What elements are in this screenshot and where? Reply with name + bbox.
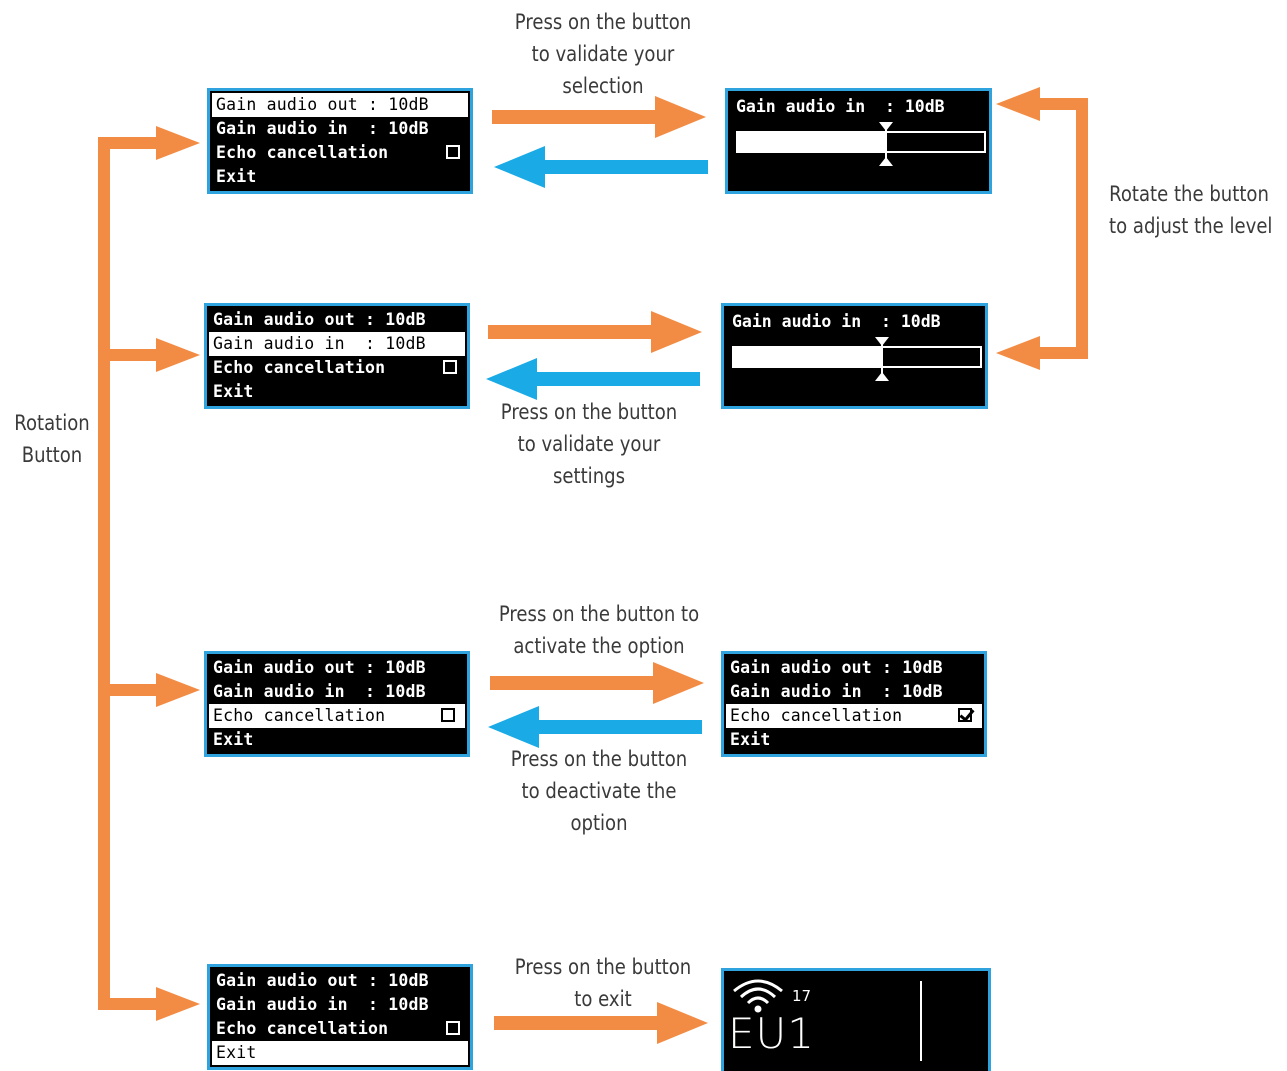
level-bar-fill xyxy=(734,348,882,366)
caption-line: Press on the button xyxy=(510,747,688,771)
caption-line: Press on the button xyxy=(514,10,692,34)
menu-item-gain-out: Gain audio out : 10dB xyxy=(213,310,426,329)
menu-item-exit: Exit xyxy=(730,730,771,749)
menu-item-exit: Exit xyxy=(213,730,254,749)
caption-line: activate the option xyxy=(513,634,685,658)
menu-item-gain-out: Gain audio out : 10dB xyxy=(216,971,429,990)
level-cursor-icon xyxy=(875,337,889,381)
menu-item-label: Echo cancellation xyxy=(216,143,389,162)
caption-line: option xyxy=(570,811,628,835)
level-screen-bottom: Gain audio in : 10dB xyxy=(721,303,988,409)
level-bar xyxy=(732,337,982,381)
menu-item-gain-in: Gain audio in : 10dB xyxy=(216,995,429,1014)
menu-screen-gain-in: Gain audio out : 10dB Gain audio in : 10… xyxy=(204,303,470,409)
menu-item-label: Echo cancellation xyxy=(213,358,386,377)
menu-screen-gain-out: Gain audio out : 10dB Gain audio in : 10… xyxy=(207,88,473,194)
caption-rotation-button: Rotation Button xyxy=(9,407,95,471)
back-arrows xyxy=(486,146,708,748)
level-title: Gain audio in : 10dB xyxy=(732,312,941,331)
channel-label: EU1 xyxy=(728,1009,815,1058)
caption-line: to validate your xyxy=(531,42,675,66)
menu-item-gain-in: Gain audio in : 10dB xyxy=(213,682,426,701)
caption-line: Button xyxy=(21,443,83,467)
menu-item-echo: Echo cancellation xyxy=(207,356,467,380)
menu-item-exit: Exit xyxy=(213,382,254,401)
caption-line: Rotation xyxy=(14,411,90,435)
caption-line: Press on the button xyxy=(514,955,692,979)
caption-rotate-adjust: Rotate the button to adjust the level xyxy=(1109,178,1273,242)
menu-item-echo: Echo cancellation xyxy=(210,1017,470,1041)
menu-screen-exit: Gain audio out : 10dB Gain audio in : 10… xyxy=(207,964,473,1070)
adjust-bracket xyxy=(996,87,1088,370)
menu-item-echo: Echo cancellation xyxy=(726,704,982,728)
menu-item-gain-out: Gain audio out : 10dB xyxy=(213,658,426,677)
menu-item-gain-out: Gain audio out : 10dB xyxy=(730,658,943,677)
caption-validate-selection: Press on the button to validate your sel… xyxy=(496,6,711,102)
menu-screen-echo: Gain audio out : 10dB Gain audio in : 10… xyxy=(204,651,470,757)
signal-value: 17 xyxy=(792,987,812,1005)
caption-validate-settings: Press on the button to validate your set… xyxy=(482,396,697,492)
menu-item-exit: Exit xyxy=(212,1041,468,1065)
caption-line: to deactivate the xyxy=(521,779,677,803)
menu-item-exit: Exit xyxy=(216,167,257,186)
forward-arrows xyxy=(488,96,708,1044)
caption-activate-option: Press on the button to activate the opti… xyxy=(474,598,723,662)
menu-item-echo: Echo cancellation xyxy=(210,141,470,165)
caption-deactivate-option: Press on the button to deactivate the op… xyxy=(492,743,707,839)
level-title: Gain audio in : 10dB xyxy=(736,97,945,116)
caption-line: selection xyxy=(562,74,644,98)
checkbox-icon xyxy=(443,360,457,374)
caption-line: to validate your xyxy=(517,432,661,456)
home-screen: 17 EU1 xyxy=(721,968,991,1071)
rotation-bracket xyxy=(98,126,200,1021)
checkbox-icon xyxy=(441,708,455,722)
wifi-signal-icon xyxy=(733,979,783,1013)
level-cursor-icon xyxy=(879,122,893,166)
menu-item-label: Echo cancellation xyxy=(213,706,386,725)
caption-line: Press on the button to xyxy=(498,602,700,626)
menu-item-label: Echo cancellation xyxy=(216,1019,389,1038)
level-bar xyxy=(736,122,986,166)
level-screen-top: Gain audio in : 10dB xyxy=(725,88,992,194)
checkbox-icon xyxy=(446,145,460,159)
menu-screen-echo-checked: Gain audio out : 10dB Gain audio in : 10… xyxy=(721,651,987,757)
caption-line: to adjust the level xyxy=(1109,214,1273,238)
menu-item-gain-in: Gain audio in : 10dB xyxy=(216,119,429,138)
menu-item-echo: Echo cancellation xyxy=(209,704,465,728)
caption-line: Press on the button xyxy=(500,400,678,424)
menu-item-gain-out: Gain audio out : 10dB xyxy=(212,93,468,117)
caption-line: settings xyxy=(552,464,626,488)
checkbox-checked-icon xyxy=(958,708,972,722)
caption-line: to exit xyxy=(574,987,632,1011)
divider xyxy=(920,981,922,1061)
caption-exit: Press on the button to exit xyxy=(496,951,711,1015)
caption-line: Rotate the button xyxy=(1109,182,1269,206)
menu-item-gain-in: Gain audio in : 10dB xyxy=(209,332,465,356)
checkbox-icon xyxy=(446,1021,460,1035)
level-bar-fill xyxy=(738,133,886,151)
menu-item-gain-in: Gain audio in : 10dB xyxy=(730,682,943,701)
menu-item-label: Echo cancellation xyxy=(730,706,903,725)
